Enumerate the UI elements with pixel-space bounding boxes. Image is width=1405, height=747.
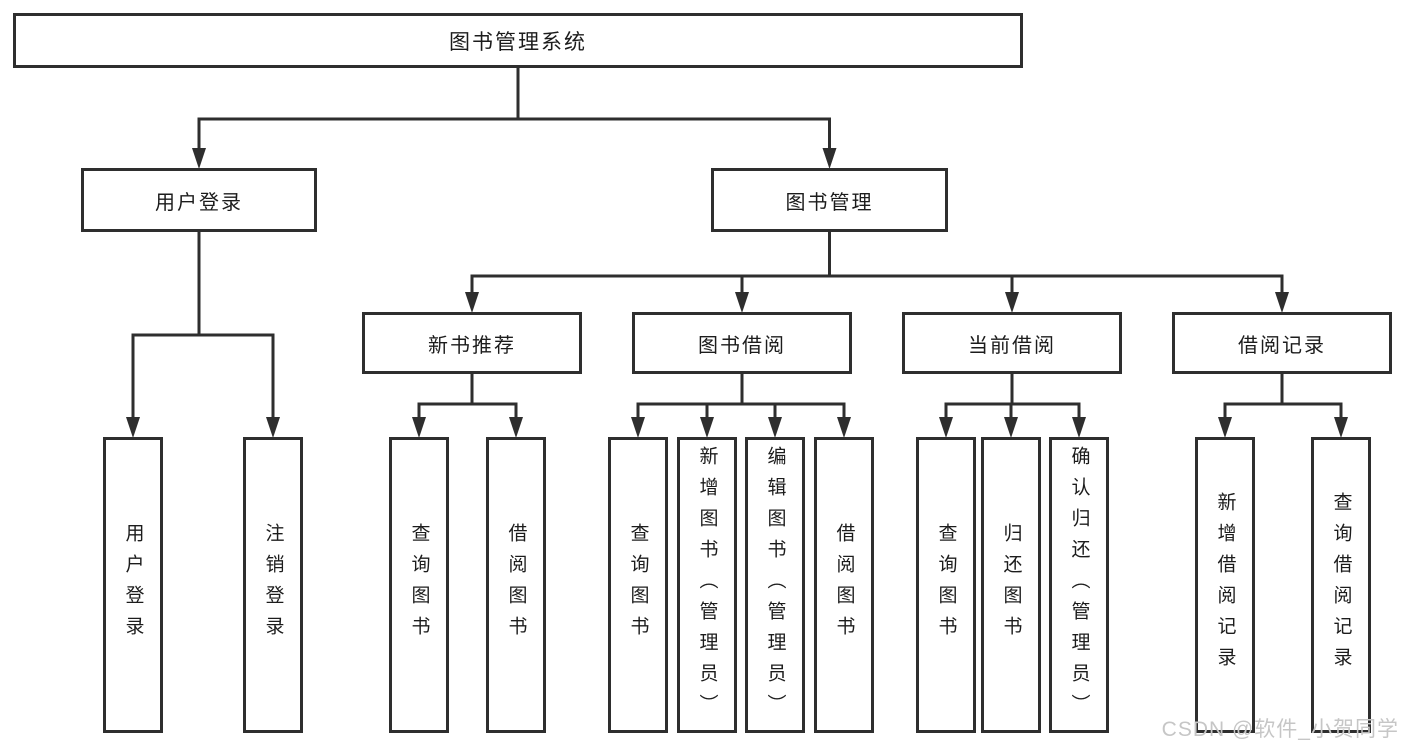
node-book-borrow: 图书借阅	[632, 312, 852, 374]
node-new-book-recommend: 新书推荐	[362, 312, 582, 374]
arrowhead-icon	[939, 417, 953, 438]
node-label-edit-books: 编辑图书（管理员）	[764, 445, 786, 725]
node-query-borrow-record: 查询借阅记录	[1311, 437, 1371, 733]
node-label-borrow-books-2: 借阅图书	[833, 523, 855, 647]
node-label-query-books-2: 查询图书	[627, 523, 649, 647]
node-user-login: 用户登录	[81, 168, 317, 232]
arrowhead-icon	[1275, 292, 1289, 313]
node-current-borrow: 当前借阅	[902, 312, 1122, 374]
node-label-confirm-return: 确认归还（管理员）	[1068, 445, 1090, 725]
node-label-new-book-recommend: 新书推荐	[428, 334, 516, 357]
node-book-management: 图书管理	[711, 168, 948, 232]
node-label-book-borrow: 图书借阅	[698, 334, 786, 357]
arrowhead-icon	[126, 417, 140, 438]
node-label-current-borrow: 当前借阅	[968, 334, 1056, 357]
arrowhead-icon	[631, 417, 645, 438]
arrowhead-icon	[768, 417, 782, 438]
node-label-user-login: 用户登录	[155, 191, 243, 214]
node-label-query-books-1: 查询图书	[408, 523, 430, 647]
node-add-borrow-record: 新增借阅记录	[1195, 437, 1255, 733]
node-logout-leaf: 注销登录	[243, 437, 303, 733]
arrowhead-icon	[192, 148, 206, 169]
node-label-book-management: 图书管理	[785, 191, 874, 214]
node-borrow-records: 借阅记录	[1172, 312, 1392, 374]
node-query-books-2: 查询图书	[608, 437, 668, 733]
node-label-borrow-books-1: 借阅图书	[505, 523, 527, 647]
node-query-books-3: 查询图书	[916, 437, 976, 733]
arrowhead-icon	[1218, 417, 1232, 438]
node-confirm-return: 确认归还（管理员）	[1049, 437, 1109, 733]
arrowhead-icon	[735, 292, 749, 313]
node-borrow-books-2: 借阅图书	[814, 437, 874, 733]
arrowhead-icon	[837, 417, 851, 438]
node-label-add-borrow-record: 新增借阅记录	[1214, 492, 1236, 678]
watermark: CSDN @软件_小贺同学	[1161, 718, 1399, 741]
node-edit-books: 编辑图书（管理员）	[745, 437, 805, 733]
node-root: 图书管理系统	[13, 13, 1023, 68]
node-label-query-books-3: 查询图书	[935, 523, 957, 647]
node-label-borrow-records: 借阅记录	[1238, 334, 1326, 357]
arrowhead-icon	[412, 417, 426, 438]
node-add-books: 新增图书（管理员）	[677, 437, 737, 733]
node-label-root: 图书管理系统	[449, 30, 587, 54]
arrowhead-icon	[1072, 417, 1086, 438]
node-user-login-leaf: 用户登录	[103, 437, 163, 733]
arrowhead-icon	[1005, 292, 1019, 313]
node-label-query-borrow-record: 查询借阅记录	[1330, 492, 1352, 678]
node-label-return-books: 归还图书	[1000, 523, 1022, 647]
arrowhead-icon	[1004, 417, 1018, 438]
arrowhead-icon	[509, 417, 523, 438]
node-borrow-books-1: 借阅图书	[486, 437, 546, 733]
node-label-logout-leaf: 注销登录	[262, 523, 284, 647]
arrowhead-icon	[1334, 417, 1348, 438]
arrowhead-icon	[822, 148, 837, 169]
node-return-books: 归还图书	[981, 437, 1041, 733]
arrowhead-icon	[465, 292, 479, 313]
node-query-books-1: 查询图书	[389, 437, 449, 733]
arrowhead-icon	[266, 417, 280, 438]
node-label-add-books: 新增图书（管理员）	[696, 445, 718, 725]
arrowhead-icon	[700, 417, 714, 438]
node-label-user-login-leaf: 用户登录	[122, 523, 144, 647]
